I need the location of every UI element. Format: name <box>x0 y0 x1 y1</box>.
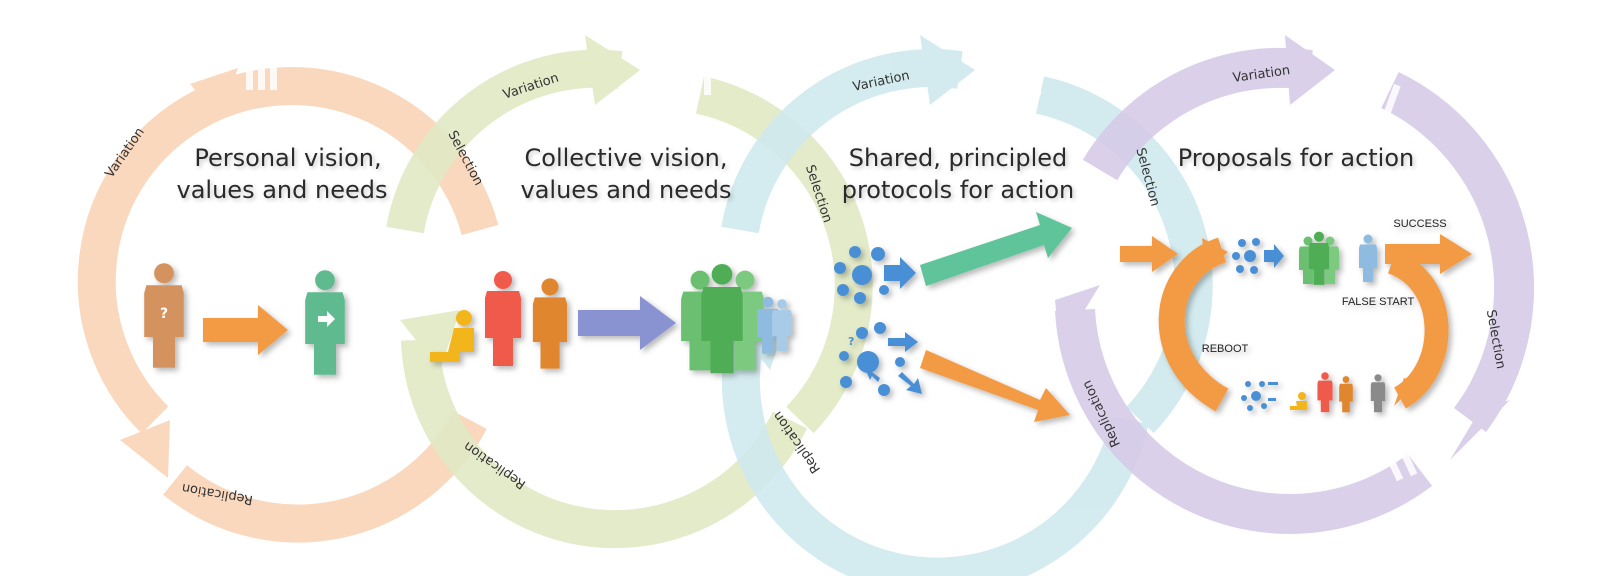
false-start-loop-arrow <box>1387 250 1449 409</box>
heading-shared-line2: protocols for action <box>842 176 1075 204</box>
ring-ticks <box>246 48 1418 482</box>
reboot-label: REBOOT <box>1202 343 1249 355</box>
orange-arrow-down-icon <box>920 350 1070 422</box>
person-decided-icon <box>305 270 345 375</box>
headings: Personal vision, values and needs Collec… <box>177 144 1415 204</box>
stage-personal: ? <box>144 263 345 375</box>
success-label: SUCCESS <box>1393 218 1446 230</box>
stage-proposals: SUCCESS FALSE START REBOOT <box>1120 218 1472 413</box>
false-start-label: FALSE START <box>1342 296 1415 308</box>
ring-collective <box>386 35 873 549</box>
seated-person-icon <box>430 310 474 362</box>
question-mark-glyph: ? <box>160 306 168 322</box>
heading-personal-line1: Personal vision, <box>194 144 381 172</box>
ring-proposals-arrowhead-2 <box>1450 400 1510 460</box>
ring-proposals <box>1055 35 1534 534</box>
heading-collective-line1: Collective vision, <box>525 144 728 172</box>
group-green-icon <box>681 263 792 374</box>
success-arrow-icon <box>1385 234 1472 274</box>
ring-personal-arc <box>77 67 499 434</box>
ring-collective-arc-bottom <box>401 339 808 549</box>
ring-collective-arc <box>386 49 623 234</box>
ring-personal-arrowhead <box>190 68 238 118</box>
ring-proposals-arc-right <box>1381 72 1534 432</box>
dots-organized-icon <box>834 246 916 304</box>
false-start-loop-arrowhead <box>1394 378 1418 406</box>
person-orange-small-icon <box>1339 376 1353 413</box>
ring-shared-arc <box>721 49 963 234</box>
heading-collective-line2: values and needs <box>521 176 732 204</box>
ring-collective-arc-right <box>695 76 873 434</box>
ring-proposals-arrowhead <box>1285 35 1335 105</box>
orange-arrow-icon <box>203 305 288 355</box>
question-mark-small-glyph: ? <box>848 335 854 348</box>
ring-proposals-arrowhead-3 <box>1055 285 1100 350</box>
ring-personal <box>77 67 499 543</box>
orange-input-arrow-icon <box>1120 236 1178 272</box>
ring-shared-arc-bottom <box>721 336 1149 576</box>
ring-personal-arrowhead-2 <box>120 420 170 478</box>
stage-shared: ? <box>834 212 1072 422</box>
blue-violet-arrow-icon <box>578 296 676 350</box>
dots-scattered-icon <box>839 322 922 396</box>
person-orange-icon <box>532 278 568 369</box>
stage-collective <box>430 263 792 374</box>
group-green-small-icon <box>1299 231 1339 285</box>
dots-scattered-small-icon <box>1241 381 1278 411</box>
ring-shared-arrowhead <box>920 35 975 105</box>
heading-proposals: Proposals for action <box>1178 144 1415 172</box>
ring-proposals-arc-bottom <box>1055 308 1433 534</box>
white-arrow-glyph <box>318 311 335 327</box>
person-lightblue-icon <box>1359 234 1377 282</box>
dots-organized-small-icon <box>1232 238 1284 274</box>
ring-proposals-arc <box>1082 47 1313 181</box>
reboot-loop-arrow <box>1158 237 1229 412</box>
heading-personal-line2: values and needs <box>177 176 388 204</box>
seated-person-small-icon <box>1290 392 1307 410</box>
reboot-loop-arrowhead <box>1202 238 1228 270</box>
heading-shared-line1: Shared, principled <box>849 144 1068 172</box>
person-red-icon <box>485 271 521 366</box>
ring-personal-arc-bottom <box>163 410 487 543</box>
person-red-small-icon <box>1317 372 1333 413</box>
teal-arrow-up-icon <box>920 212 1072 286</box>
ring-collective-arrowhead <box>585 35 640 105</box>
person-grey-small-icon <box>1370 374 1386 413</box>
